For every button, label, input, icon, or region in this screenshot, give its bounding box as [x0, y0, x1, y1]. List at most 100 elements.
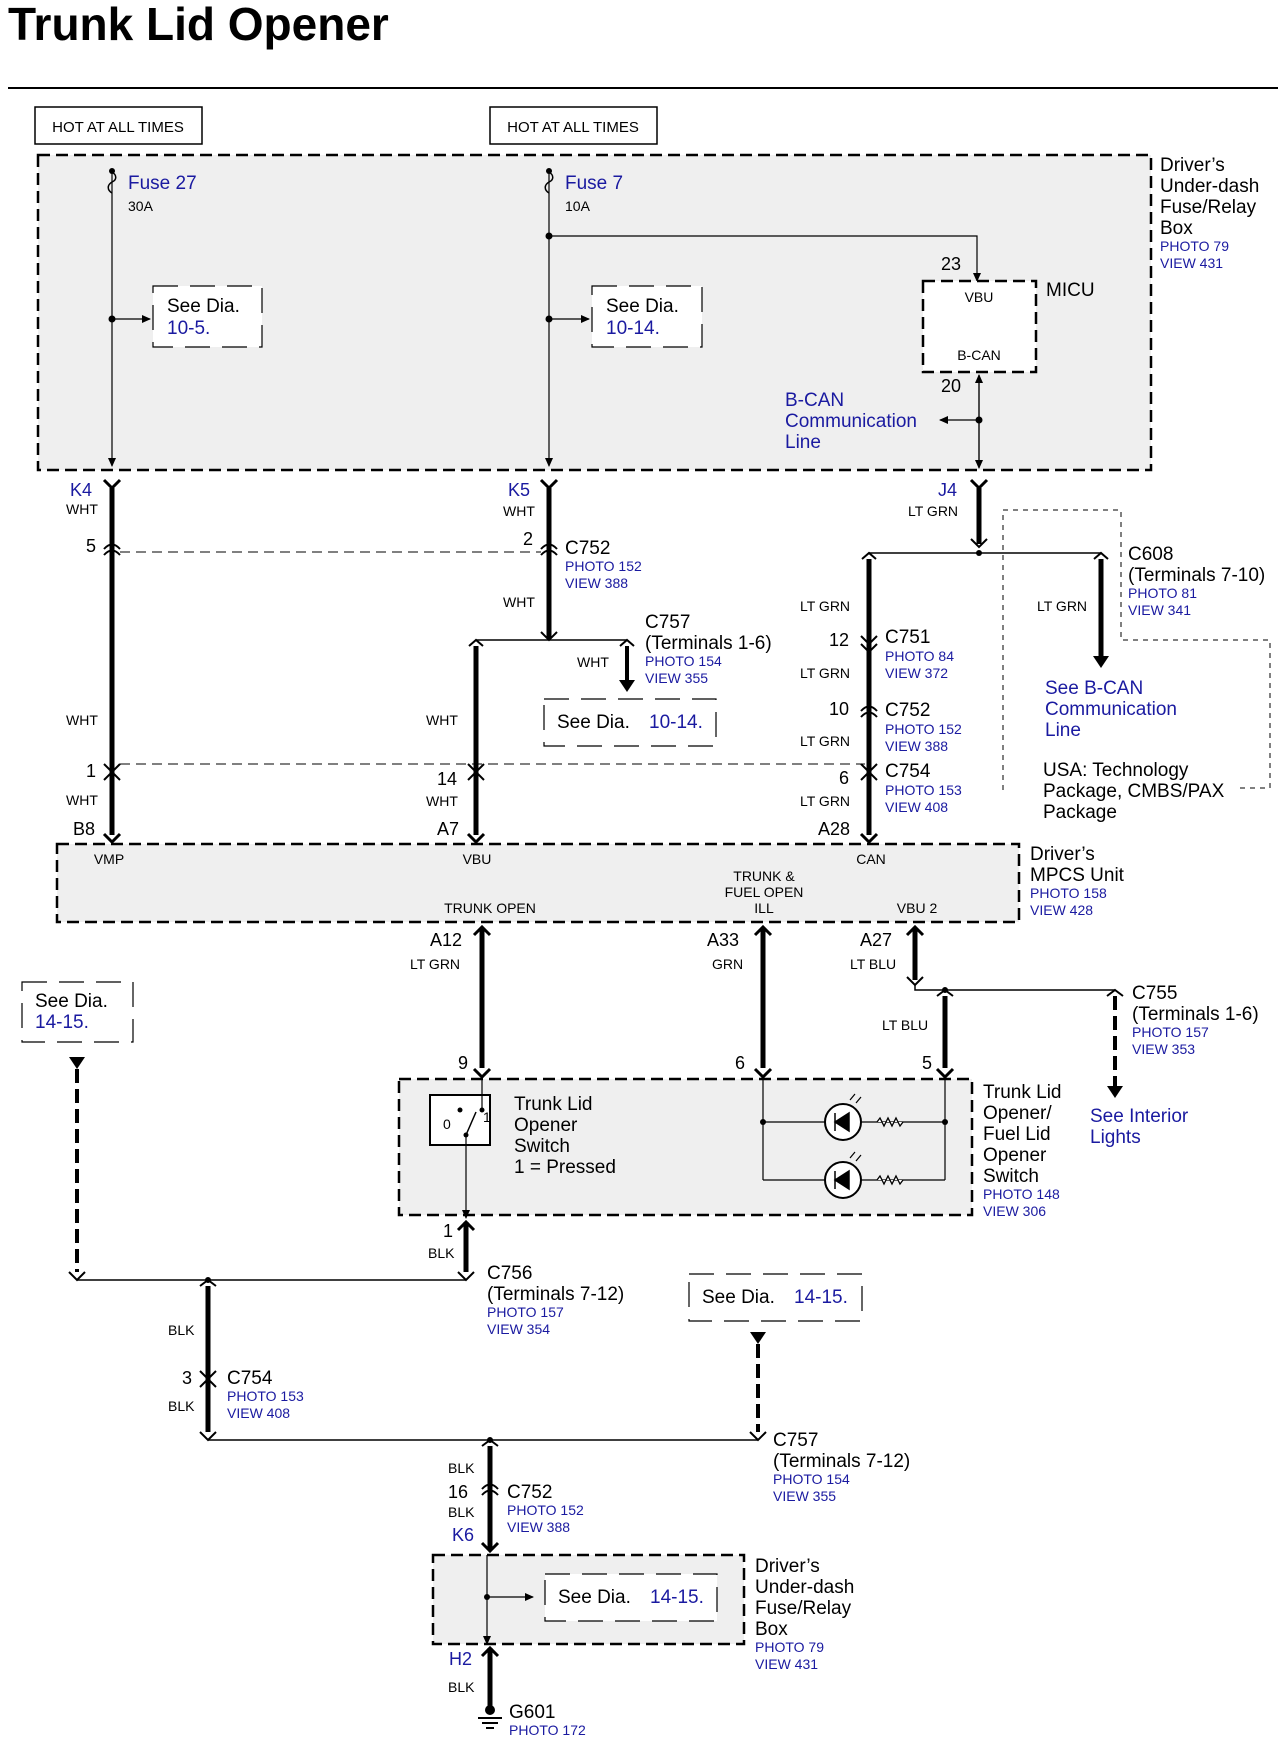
resistor-icon — [876, 1174, 904, 1186]
see-dia-105-prefix: See Dia. — [167, 296, 240, 317]
c608-view: VIEW 341 — [1128, 602, 1191, 618]
hot-box-1 — [34, 106, 203, 145]
wire-a27-split — [914, 985, 1115, 991]
mpcs-vmp: VMP — [94, 851, 124, 867]
fuse27-icon — [107, 171, 117, 194]
connector-c754-pin1 — [103, 763, 121, 781]
c755-terms: (Terminals 1-6) — [1132, 1004, 1259, 1025]
micu-pin-23: 23 — [941, 254, 961, 274]
c755-photo: PHOTO 157 — [1132, 1024, 1209, 1040]
see-dia-105-number[interactable]: 10-5. — [167, 318, 210, 339]
see-dia-1014b-number[interactable]: 10-14. — [649, 712, 703, 733]
mpcs-trunk-fuel-2: FUEL OPEN — [725, 884, 804, 900]
see-dia-1415-left-number[interactable]: 14-15. — [35, 1012, 89, 1033]
c754a-photo: PHOTO 153 — [885, 782, 962, 798]
wire-color-wht: WHT — [66, 501, 98, 517]
arrow-down-icon — [69, 1057, 85, 1069]
c754a-name: C754 — [885, 761, 931, 782]
c752c-name: C752 — [507, 1482, 552, 1503]
g601-photo: PHOTO 172 — [509, 1722, 586, 1738]
see-bcan-label-2[interactable]: Communication — [1045, 699, 1177, 720]
connector-fork — [753, 1067, 773, 1080]
switch-pos-1: 1 — [483, 1109, 491, 1125]
wire-color-ltblu: LT BLU — [850, 956, 896, 972]
fuse-box-view: VIEW 431 — [1160, 255, 1223, 271]
see-interior-2[interactable]: Lights — [1090, 1127, 1141, 1148]
connector-fork — [466, 832, 486, 845]
wire-color-ltgrn: LT GRN — [1037, 598, 1087, 614]
connector-fork — [1106, 988, 1124, 997]
switch-box-label-4: Opener — [983, 1145, 1047, 1166]
arrow-down-icon — [750, 1332, 766, 1344]
see-interior-1[interactable]: See Interior — [1090, 1106, 1189, 1127]
c756-photo: PHOTO 157 — [487, 1304, 564, 1320]
c757b-photo: PHOTO 154 — [773, 1471, 850, 1487]
c754a-view: VIEW 408 — [885, 799, 948, 815]
switch-box-label-2: Opener/ — [983, 1103, 1052, 1124]
ground-icon — [478, 1717, 502, 1729]
connector-fork — [68, 1271, 86, 1282]
c752c-view: VIEW 388 — [507, 1519, 570, 1535]
see-dia-box-1014b — [543, 698, 717, 747]
wire-color-wht: WHT — [426, 793, 458, 809]
option-outline — [1002, 509, 1271, 790]
c751-photo: PHOTO 84 — [885, 648, 954, 664]
fuse-box2-label-1: Driver’s — [755, 1556, 820, 1577]
connector-fork — [199, 1278, 217, 1287]
c757b-name: C757 — [773, 1430, 818, 1451]
see-dia-1415-bottom-number[interactable]: 14-15. — [650, 1587, 704, 1608]
switch-box-photo: PHOTO 148 — [983, 1186, 1060, 1202]
led-diode-icon — [833, 1169, 850, 1191]
wire-color-blk: BLK — [448, 1460, 475, 1476]
fuse27-dot — [109, 168, 115, 174]
wire-color-ltgrn: LT GRN — [800, 598, 850, 614]
wire-color-blk: BLK — [428, 1245, 455, 1261]
terminal-h2: H2 — [449, 1649, 472, 1669]
connector-fork — [472, 924, 492, 937]
see-bcan-label-1[interactable]: See B-CAN — [1045, 678, 1143, 699]
c755-name: C755 — [1132, 983, 1177, 1004]
ground-dot — [485, 1705, 495, 1715]
connector-fork — [619, 638, 635, 647]
wire-color-ltgrn: LT GRN — [800, 665, 850, 681]
page-title: Trunk Lid Opener — [8, 0, 389, 50]
terminal-k4: K4 — [70, 480, 92, 500]
c756-name: C756 — [487, 1263, 532, 1284]
fuse27-name: Fuse 27 — [128, 173, 197, 194]
c756-view: VIEW 354 — [487, 1321, 550, 1337]
connector-fork — [936, 988, 954, 997]
c751-name: C751 — [885, 627, 930, 648]
connector-fork — [480, 1541, 500, 1554]
connector-c752-pin10 — [860, 705, 878, 718]
usa-option-3: Package — [1043, 802, 1117, 823]
bcan-line-label-1: B-CAN — [785, 390, 844, 411]
connector-fork — [481, 1438, 499, 1447]
see-dia-box-1415-right — [688, 1273, 863, 1322]
c752b-name: C752 — [885, 700, 930, 721]
terminal-a7: A7 — [437, 819, 459, 839]
see-bcan-label-3[interactable]: Line — [1045, 720, 1081, 741]
connector-c752-pin5 — [103, 543, 121, 556]
see-dia-1415-left-prefix: See Dia. — [35, 991, 108, 1012]
see-dia-1415-right-number[interactable]: 14-15. — [794, 1287, 848, 1308]
wire-color-blk: BLK — [448, 1504, 475, 1520]
terminal-j4: J4 — [938, 480, 957, 500]
splice-dot — [760, 1119, 766, 1125]
c757a-photo: PHOTO 154 — [645, 653, 722, 669]
fuse-box2-label-2: Under-dash — [755, 1577, 854, 1598]
pin-1: 1 — [86, 761, 96, 781]
pin-6: 6 — [839, 768, 849, 788]
led-diode-icon — [833, 1111, 850, 1133]
switch-label-4: 1 = Pressed — [514, 1157, 616, 1178]
mpcs-vbu: VBU — [463, 851, 492, 867]
micu-box — [921, 279, 1038, 374]
terminal-b8: B8 — [73, 819, 95, 839]
wire-color-wht: WHT — [66, 712, 98, 728]
see-dia-1014-number[interactable]: 10-14. — [606, 318, 660, 339]
mpcs-unit-box — [55, 842, 1021, 924]
connector-fork — [468, 638, 484, 647]
switch-lever — [465, 1111, 477, 1136]
fuse27-amps: 30A — [128, 198, 154, 214]
fuse7-icon — [544, 171, 554, 194]
hot-box-2 — [489, 106, 658, 145]
